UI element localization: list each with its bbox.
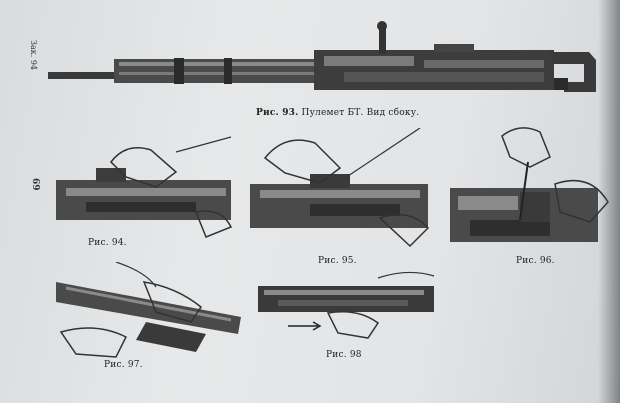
figure-93-caption: Рис. 93. Пулемет БТ. Вид сбоку. bbox=[256, 108, 419, 118]
figure-93-machine-gun bbox=[44, 20, 609, 100]
figure-95-caption: Рис. 95. bbox=[318, 256, 357, 266]
figure-93-number: Рис. 93. bbox=[256, 108, 299, 118]
figure-96-caption: Рис. 96. bbox=[516, 256, 555, 266]
figure-96-illustration bbox=[450, 122, 610, 248]
figure-97-caption: Рис. 97. bbox=[104, 360, 143, 370]
figure-98-illustration bbox=[258, 268, 438, 348]
figure-94-illustration bbox=[56, 132, 236, 242]
figure-97-illustration bbox=[56, 262, 246, 362]
margin-label: Зак. 94 bbox=[29, 40, 38, 71]
margin-page-number: 69 bbox=[30, 178, 40, 191]
figure-95-illustration bbox=[250, 128, 430, 248]
figure-93-title: Пулемет БТ. Вид сбоку. bbox=[301, 108, 420, 118]
figure-98-caption: Рис. 98 bbox=[326, 350, 362, 360]
page-edge-shadow bbox=[598, 0, 620, 403]
figure-94-caption: Рис. 94. bbox=[88, 238, 127, 248]
